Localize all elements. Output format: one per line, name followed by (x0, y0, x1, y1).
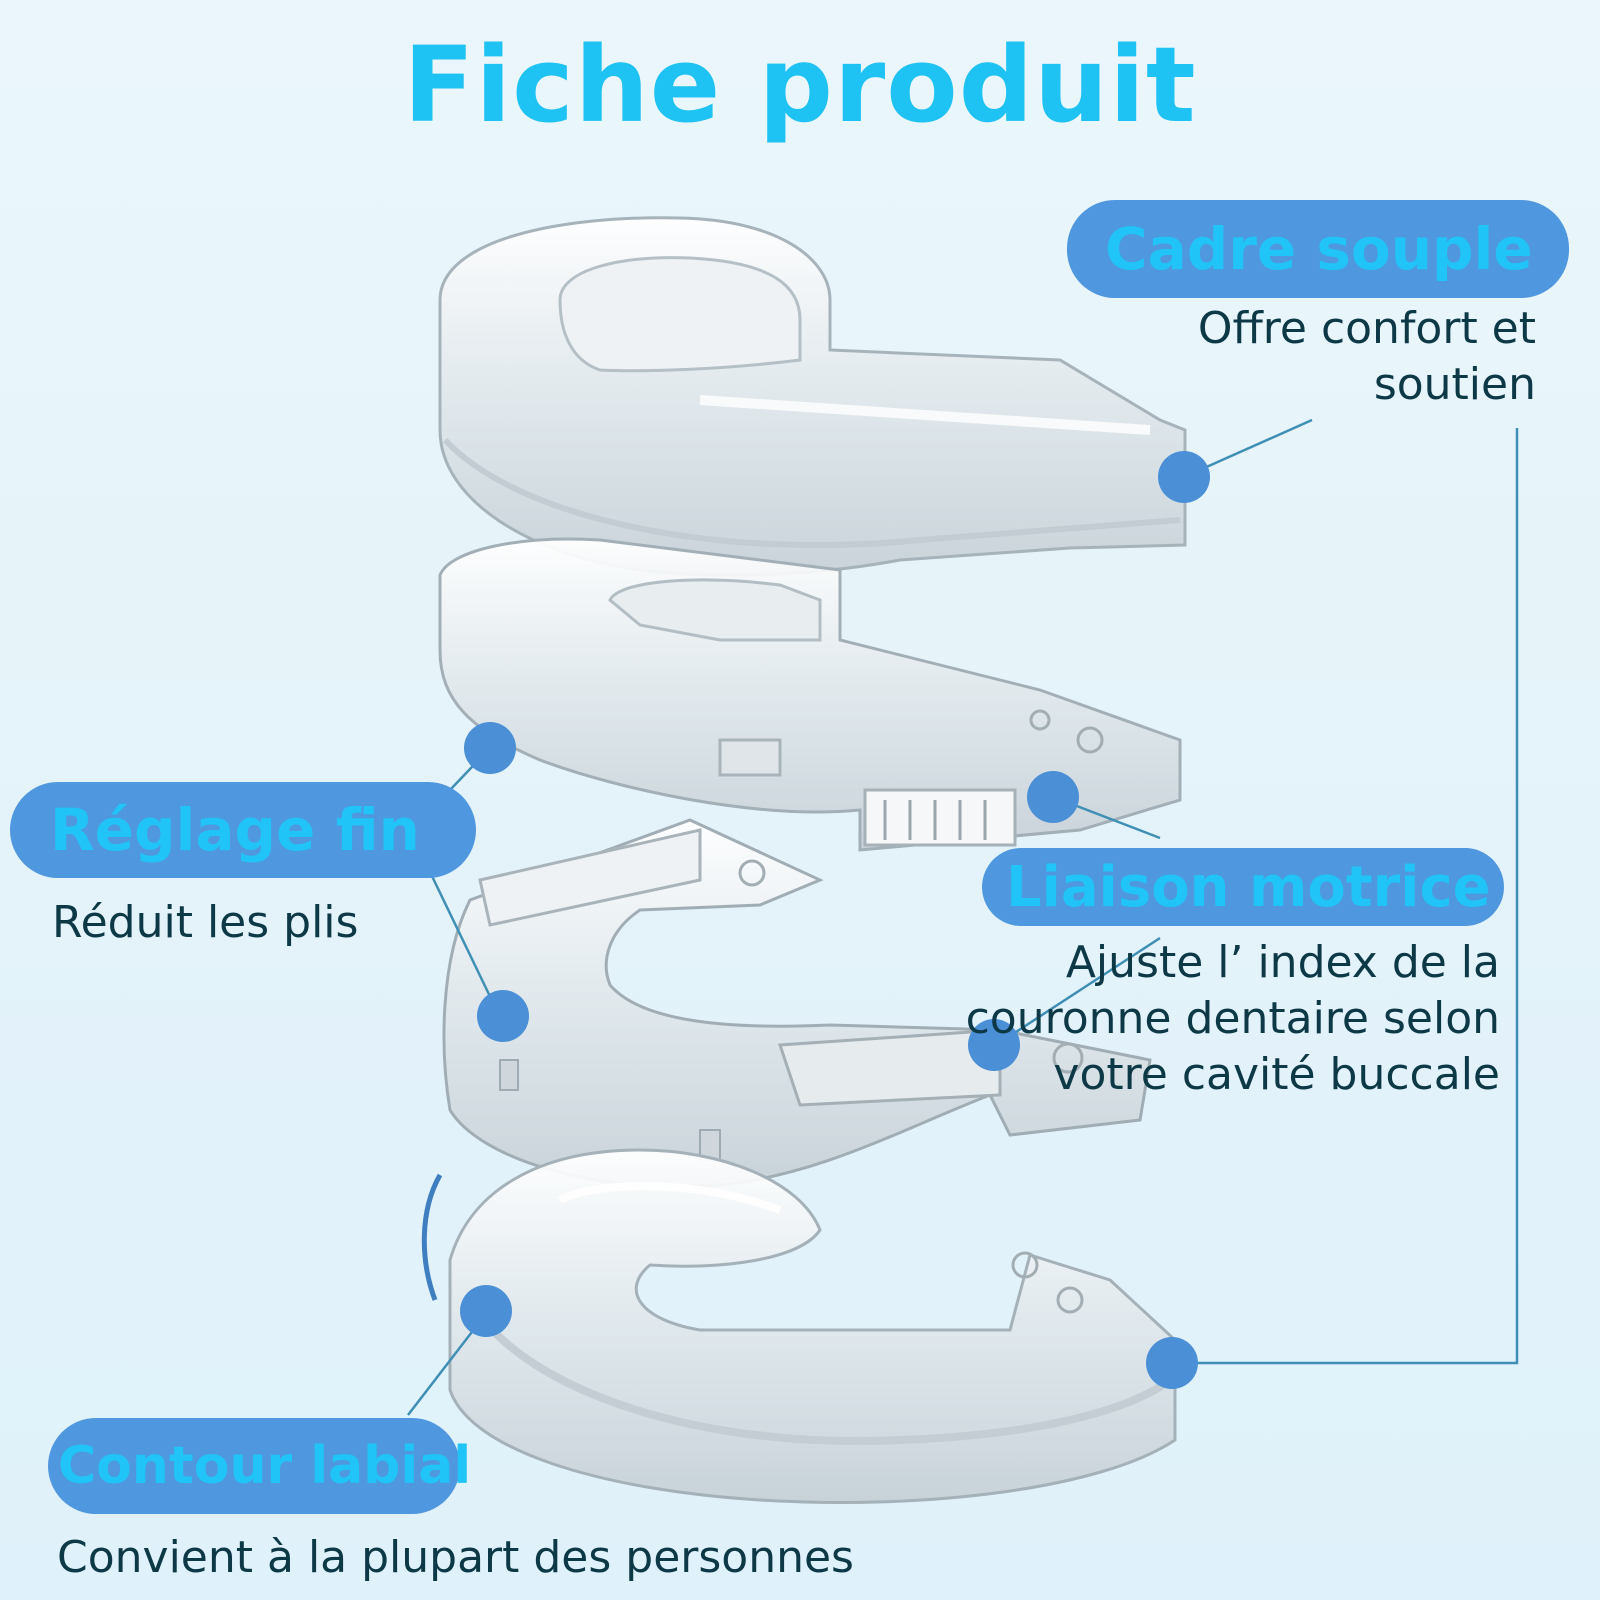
dot-contour-labial (460, 1285, 512, 1337)
desc-liaison-motrice: Ajuste l’ index de la couronne dentaire … (966, 935, 1500, 1103)
desc-cadre-souple: Offre confort et soutien (1198, 301, 1536, 413)
dot-reglage-fin (464, 722, 516, 774)
label-liaison-motrice: Liaison motrice (1006, 854, 1491, 920)
dot-cadre-souple-2 (1146, 1337, 1198, 1389)
desc-line: soutien (1373, 359, 1536, 410)
callout-dots (460, 451, 1210, 1389)
third-tray-shape (442, 818, 1152, 1189)
dot-cadre-souple (1158, 451, 1210, 503)
label-reglage-fin: Réglage fin (50, 796, 420, 864)
label-cadre-souple: Cadre souple (1105, 215, 1533, 283)
label-contour-labial: Contour labial (58, 1436, 472, 1496)
dot-liaison-motrice (1027, 771, 1079, 823)
label-pill-cadre-souple: Cadre souple (1067, 200, 1569, 298)
dot-reglage-fin-2 (477, 990, 529, 1042)
desc-reglage-fin: Réduit les plis (52, 895, 358, 951)
second-tray-shape (438, 537, 1182, 852)
label-pill-reglage-fin: Réglage fin (10, 782, 476, 878)
label-pill-contour-labial: Contour labial (48, 1418, 471, 1514)
desc-contour-labial: Convient à la plupart des personnes (57, 1530, 854, 1586)
bottom-tray-shape (421, 1148, 1177, 1504)
desc-line: Convient à la plupart des personnes (57, 1532, 854, 1583)
label-pill-liaison-motrice: Liaison motrice (982, 848, 1504, 926)
desc-line: Réduit les plis (52, 897, 359, 948)
dot-liaison-motrice-2 (968, 1019, 1020, 1071)
desc-line: votre cavité buccale (1053, 1049, 1500, 1100)
desc-line: Ajuste l’ index de la (1065, 937, 1500, 988)
desc-line: Offre confort et (1197, 303, 1536, 354)
page-title: Fiche produit (403, 24, 1197, 146)
desc-line: couronne dentaire selon (965, 993, 1500, 1044)
